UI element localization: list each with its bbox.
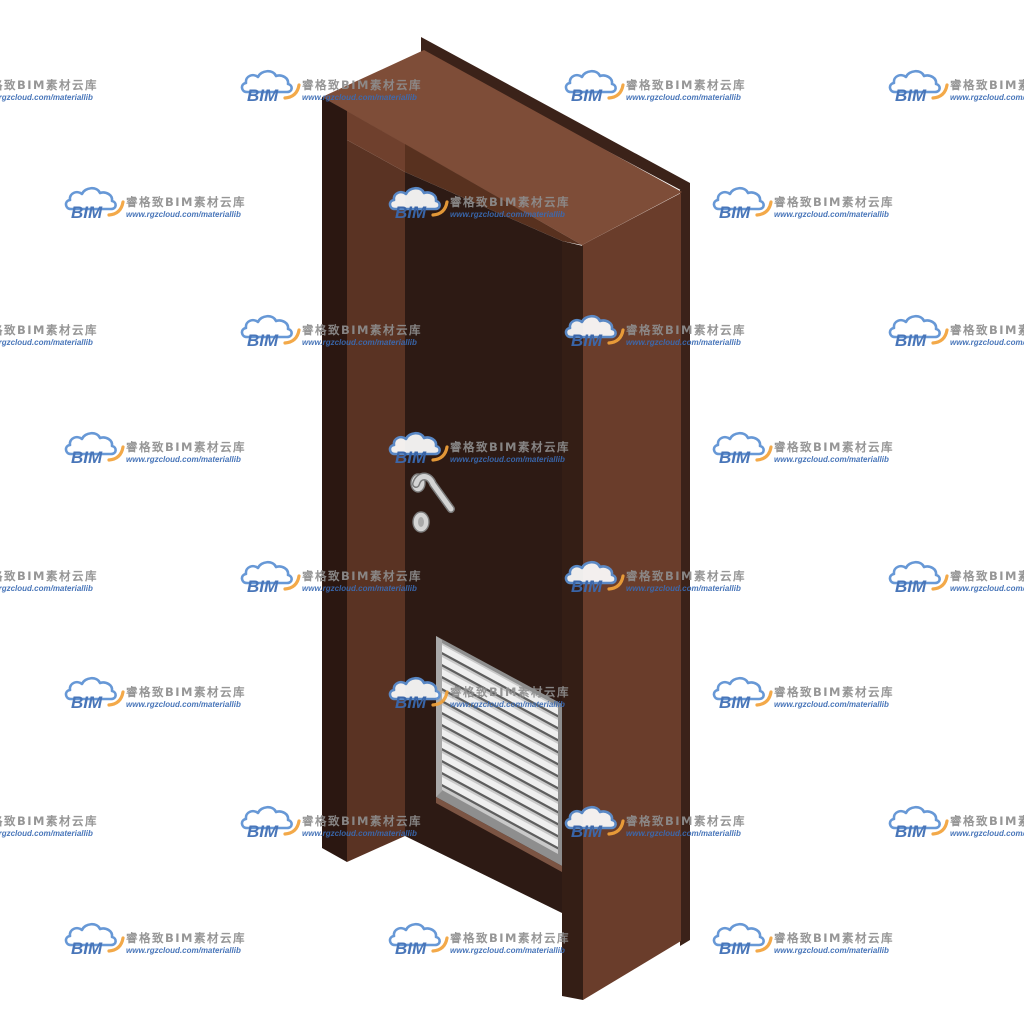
left-jamb-highlight [347, 111, 405, 172]
louvre-slat [442, 753, 558, 823]
louvre-slat-shadow [442, 664, 558, 730]
louvre-slat [442, 729, 558, 799]
louvre-slat [442, 645, 558, 715]
louvre-slat-shadow [442, 724, 558, 790]
louvre-slat [442, 669, 558, 739]
louvre-slat-shadow [442, 700, 558, 766]
header-inner-face [405, 144, 582, 245]
lever-handle [413, 474, 454, 512]
left-jamb-face [347, 140, 405, 862]
louvre-sill [436, 797, 562, 872]
louvre-vent [436, 636, 562, 872]
louvre-slat [442, 741, 558, 811]
louvre-frame-edge [436, 636, 442, 797]
casing-top-strip [421, 37, 690, 195]
louvre-slat [442, 705, 558, 775]
louvre-slat-shadow [442, 748, 558, 814]
louvre-slat-shadow [442, 736, 558, 802]
louvre-slat [442, 777, 558, 847]
louvre-slat [442, 657, 558, 727]
frame-top-face [322, 50, 682, 245]
louvre-slat [442, 765, 558, 835]
louvre-slat-shadow [442, 760, 558, 826]
left-jamb-outer-edge [322, 97, 347, 862]
door-handle [410, 472, 455, 533]
louvre-slat [442, 693, 558, 763]
louvre-slat-shadow [442, 688, 558, 754]
casing-right-strip [680, 184, 690, 946]
louvre-slat [442, 681, 558, 751]
right-jamb-face [582, 193, 681, 1000]
louvre-slat [442, 717, 558, 787]
louvre-slats [442, 645, 558, 850]
keyhole [418, 517, 424, 527]
louvre-slat-shadow [442, 676, 558, 742]
right-jamb-front [562, 241, 583, 1000]
louvre-slat-shadow [442, 784, 558, 850]
louvre-slat-shadow [442, 772, 558, 838]
louvre-slat-shadow [442, 652, 558, 718]
louvre-slat-shadow [442, 712, 558, 778]
